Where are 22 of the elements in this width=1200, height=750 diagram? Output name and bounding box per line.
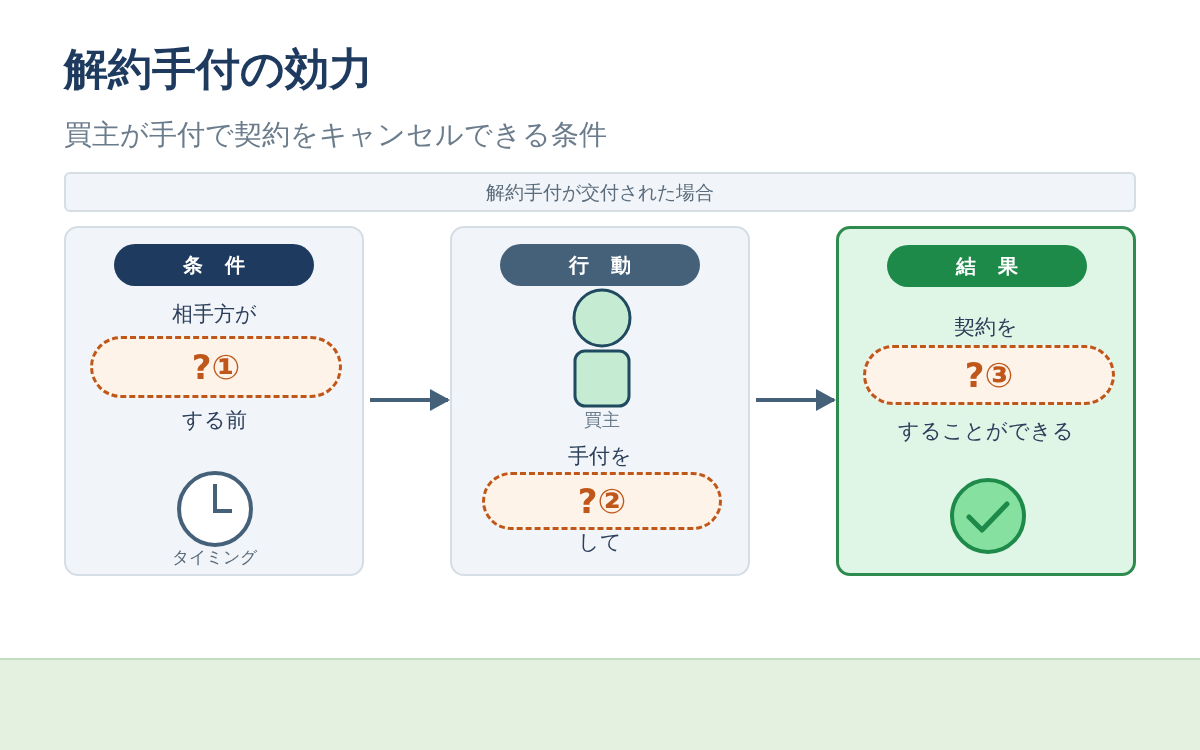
title-heading: 解約手付の効力 (64, 42, 373, 96)
panel-card (450, 226, 750, 576)
answer-blank: ?① (90, 336, 342, 398)
header-banner: 解約手付が交付された場合 (64, 172, 1136, 212)
panel-text: 相手方が (170, 301, 258, 328)
panel-text: する前 (180, 407, 248, 434)
subtitle-text: 買主が手付で契約をキャンセルできる条件 (64, 117, 607, 153)
section-header: 行動 (500, 244, 700, 286)
section-header: 結果 (887, 245, 1087, 287)
person-caption: 買主 (583, 408, 621, 432)
arrow (756, 389, 836, 411)
panel-card (64, 226, 364, 576)
panel-card (836, 226, 1136, 576)
answer-blank: ?③ (863, 345, 1115, 405)
section-header: 条件 (114, 244, 314, 286)
panel-text: して (577, 529, 623, 556)
panel-text: 契約を (953, 314, 1019, 341)
icon-caption: タイミング (170, 546, 258, 569)
panel-text: 手付を (567, 443, 633, 470)
panel-text: することができる (897, 418, 1075, 445)
arrow (370, 389, 450, 411)
answer-blank: ?② (482, 472, 722, 530)
